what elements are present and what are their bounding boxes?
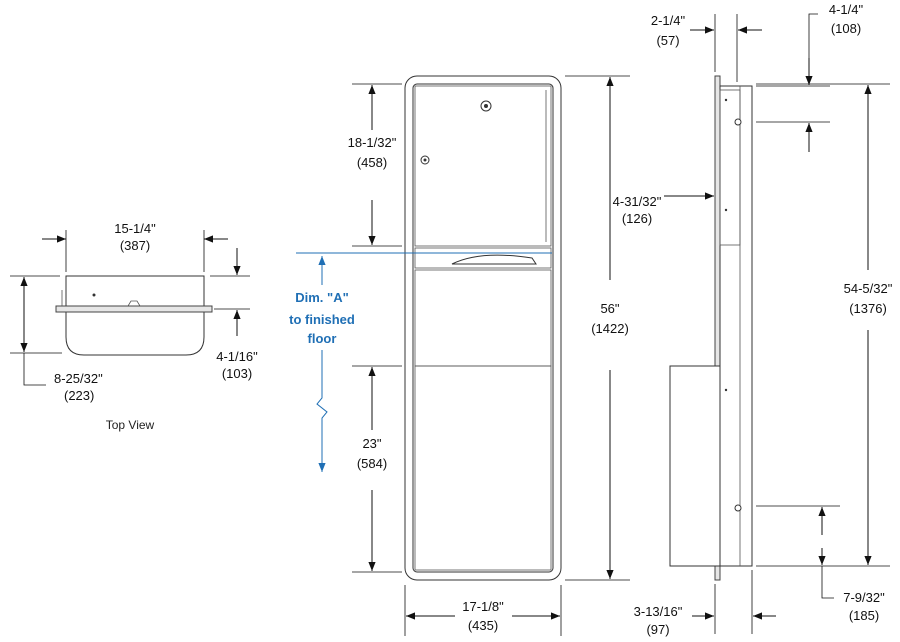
mounting-arrow-down [316, 350, 328, 472]
dim-screw-span-imperial: 54-5/32" [844, 281, 893, 296]
top-view-pin [92, 293, 96, 297]
dim-width-metric: (387) [120, 238, 150, 253]
side-pin [724, 98, 728, 102]
dim-top-screw-metric: (108) [831, 21, 861, 36]
side-pin [724, 208, 728, 212]
top-view-flange [55, 305, 213, 313]
dim-upper-door-metric: (458) [357, 155, 387, 170]
dim-height-metric: (1422) [591, 321, 629, 336]
dim-lower-door-metric: (584) [357, 456, 387, 471]
side-view: 2-1/4" (57) 4-1/4" (108) 4-31/32" (126) … [613, 2, 893, 637]
dim-bottom-screw-imperial: 7-9/32" [843, 590, 885, 605]
top-view-caption: Top View [106, 418, 155, 432]
bottom-screw-icon [734, 504, 742, 512]
front-cabinet [412, 83, 554, 573]
dim-flange-imperial: 4-1/16" [216, 349, 258, 364]
towel-dispenser-panel [414, 247, 552, 269]
side-cabinet [719, 85, 753, 567]
side-upper-section [719, 89, 741, 246]
towel-slot [451, 254, 537, 265]
dim-bottom-depth-metric: (97) [646, 622, 669, 637]
leader-line [821, 566, 834, 599]
dim-top-offset-imperial: 2-1/4" [651, 13, 686, 28]
top-view: 15-1/4" (387) 8-25/32" (223) 4-1/16" (10… [10, 221, 258, 432]
dim-width-front-metric: (435) [468, 618, 498, 633]
dim-width-imperial: 15-1/4" [114, 221, 156, 236]
upper-door [414, 85, 552, 247]
dim-height-imperial: 56" [600, 301, 619, 316]
dim-bottom-screw-metric: (185) [849, 608, 879, 623]
dim-flange-metric: (103) [222, 366, 252, 381]
top-screw-icon [734, 118, 742, 126]
dim-lower-door-imperial: 23" [362, 436, 381, 451]
mounting-note-line3: floor [308, 331, 337, 346]
top-view-latch [127, 300, 141, 307]
lower-door [414, 365, 552, 571]
dim-upper-door-imperial: 18-1/32" [348, 135, 397, 150]
dim-upper-depth-imperial: 4-31/32" [613, 194, 662, 209]
dim-upper-depth-metric: (126) [622, 211, 652, 226]
dim-depth-imperial: 8-25/32" [54, 371, 103, 386]
top-view-body [65, 275, 205, 356]
dim-top-screw-imperial: 4-1/4" [829, 2, 864, 17]
upper-door-knob-core [423, 158, 427, 162]
dim-screw-span-metric: (1376) [849, 301, 887, 316]
mounting-note-line2: to finished [289, 312, 355, 327]
upper-lock-core [484, 104, 488, 108]
dim-width-front-imperial: 17-1/8" [462, 599, 504, 614]
dim-bottom-depth-imperial: 3-13/16" [634, 604, 683, 619]
side-pin [724, 388, 728, 392]
mounting-note-line1: Dim. "A" [295, 290, 349, 305]
dim-depth-metric: (223) [64, 388, 94, 403]
leader-line [808, 13, 818, 58]
dim-top-offset-metric: (57) [656, 33, 679, 48]
leader-line [23, 353, 46, 386]
side-lower-box [669, 365, 721, 567]
front-view: 18-1/32" (458) 23" (584) 56" (1422) 17-1… [289, 75, 630, 636]
